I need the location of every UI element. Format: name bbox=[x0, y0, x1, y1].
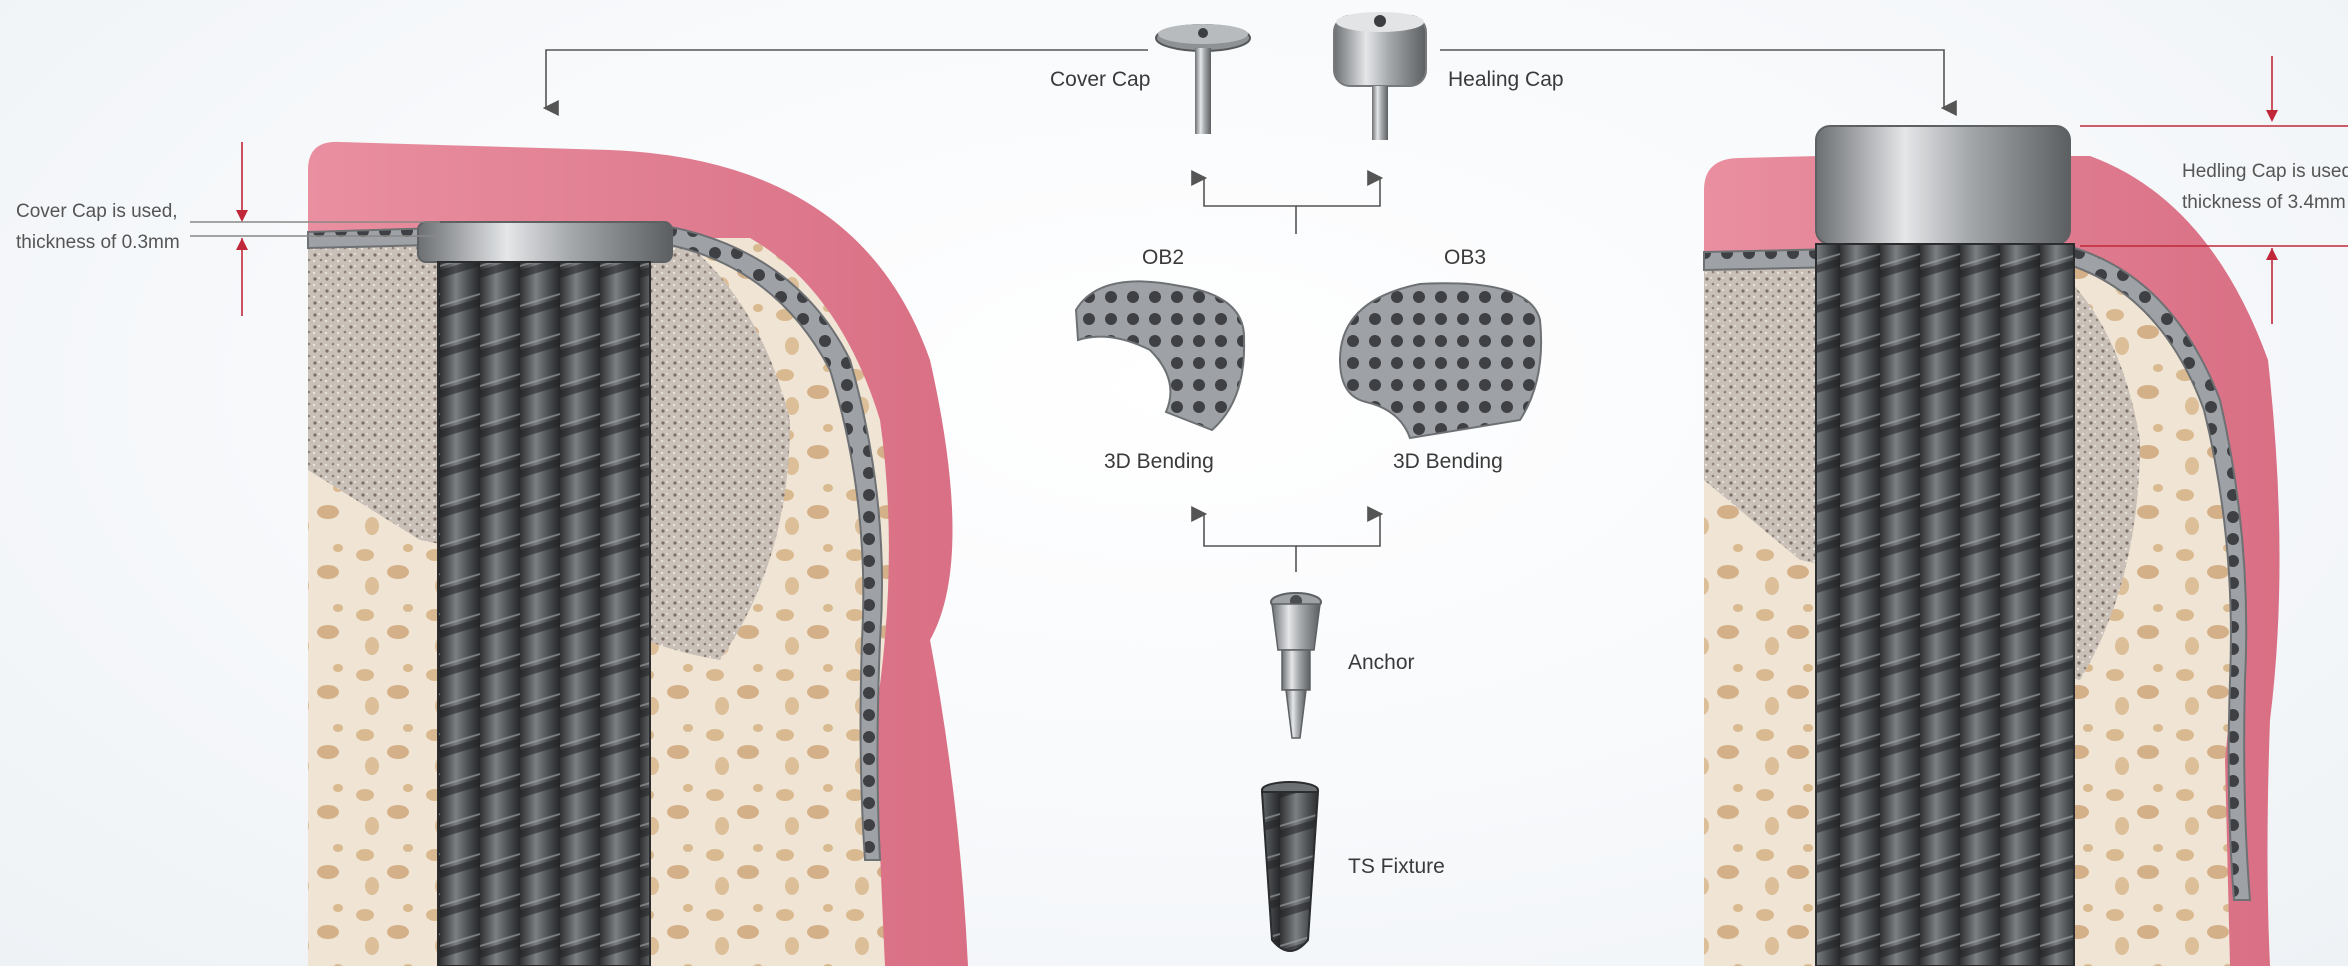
right-thickness-note: Hedling Cap is used, thickness of 3.4mm bbox=[2182, 156, 2348, 218]
cover-cap-part bbox=[1156, 24, 1250, 134]
left-fixture bbox=[438, 262, 650, 966]
left-cross-section bbox=[308, 142, 968, 966]
ob3-label: OB3 bbox=[1444, 247, 1486, 268]
right-note-line-1: Hedling Cap is used, bbox=[2182, 156, 2348, 187]
ob2-membrane-part bbox=[1076, 281, 1244, 430]
left-note-line-2: thickness of 0.3mm bbox=[16, 227, 180, 258]
anchor-part bbox=[1271, 593, 1321, 738]
left-note-line-1: Cover Cap is used, bbox=[16, 196, 180, 227]
ts-fixture-part bbox=[1262, 782, 1318, 951]
healing-cap-label: Healing Cap bbox=[1448, 69, 1564, 90]
cover-cap-label: Cover Cap bbox=[1050, 69, 1150, 90]
left-thickness-note: Cover Cap is used, thickness of 0.3mm bbox=[16, 196, 180, 258]
right-healing-cap bbox=[1816, 126, 2070, 244]
right-fixture bbox=[1816, 244, 2074, 966]
bending-right-label: 3D Bending bbox=[1393, 451, 1503, 472]
right-note-line-2: thickness of 3.4mm bbox=[2182, 187, 2348, 218]
bending-left-label: 3D Bending bbox=[1104, 451, 1214, 472]
ts-fixture-label: TS Fixture bbox=[1348, 856, 1445, 877]
right-cross-section bbox=[1704, 126, 2280, 966]
ob2-label: OB2 bbox=[1142, 247, 1184, 268]
anchor-label: Anchor bbox=[1348, 652, 1415, 673]
healing-cap-part bbox=[1334, 12, 1426, 140]
ob3-membrane-part bbox=[1340, 283, 1541, 438]
left-cover-cap bbox=[418, 222, 672, 262]
